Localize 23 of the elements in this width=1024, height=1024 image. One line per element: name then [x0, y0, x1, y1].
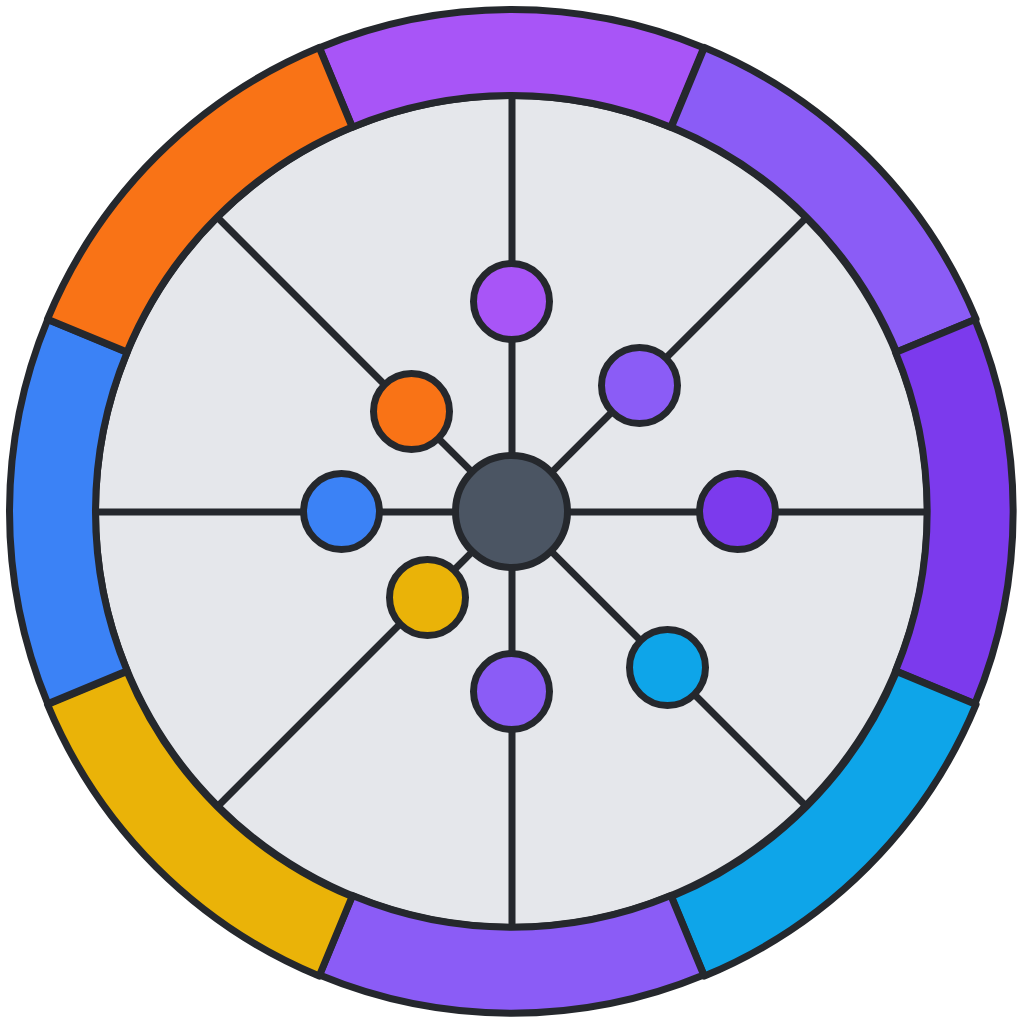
center-hub — [452, 452, 572, 572]
ring-segment — [44, 44, 357, 357]
spoke-line — [380, 508, 456, 516]
spoke-line — [508, 96, 516, 264]
spoke-line — [662, 215, 809, 362]
spoke-line — [451, 549, 475, 573]
ring-segment — [316, 892, 708, 1018]
spoke-line — [508, 568, 516, 654]
spoke-line — [96, 508, 304, 516]
ring-segment — [6, 316, 132, 708]
spoke-line — [568, 508, 700, 516]
spoke-line — [215, 215, 388, 388]
ring-segment — [316, 6, 708, 132]
spoke-line — [691, 691, 809, 809]
ring-segment — [892, 316, 1018, 708]
spoke-line — [776, 508, 928, 516]
spoke-line — [508, 340, 516, 456]
spoke-line — [508, 730, 516, 928]
spoke-line — [215, 621, 403, 809]
spoke-line — [549, 409, 615, 475]
ring-segment — [44, 667, 357, 980]
spoke-line — [436, 436, 475, 475]
spoke-line — [549, 549, 644, 644]
